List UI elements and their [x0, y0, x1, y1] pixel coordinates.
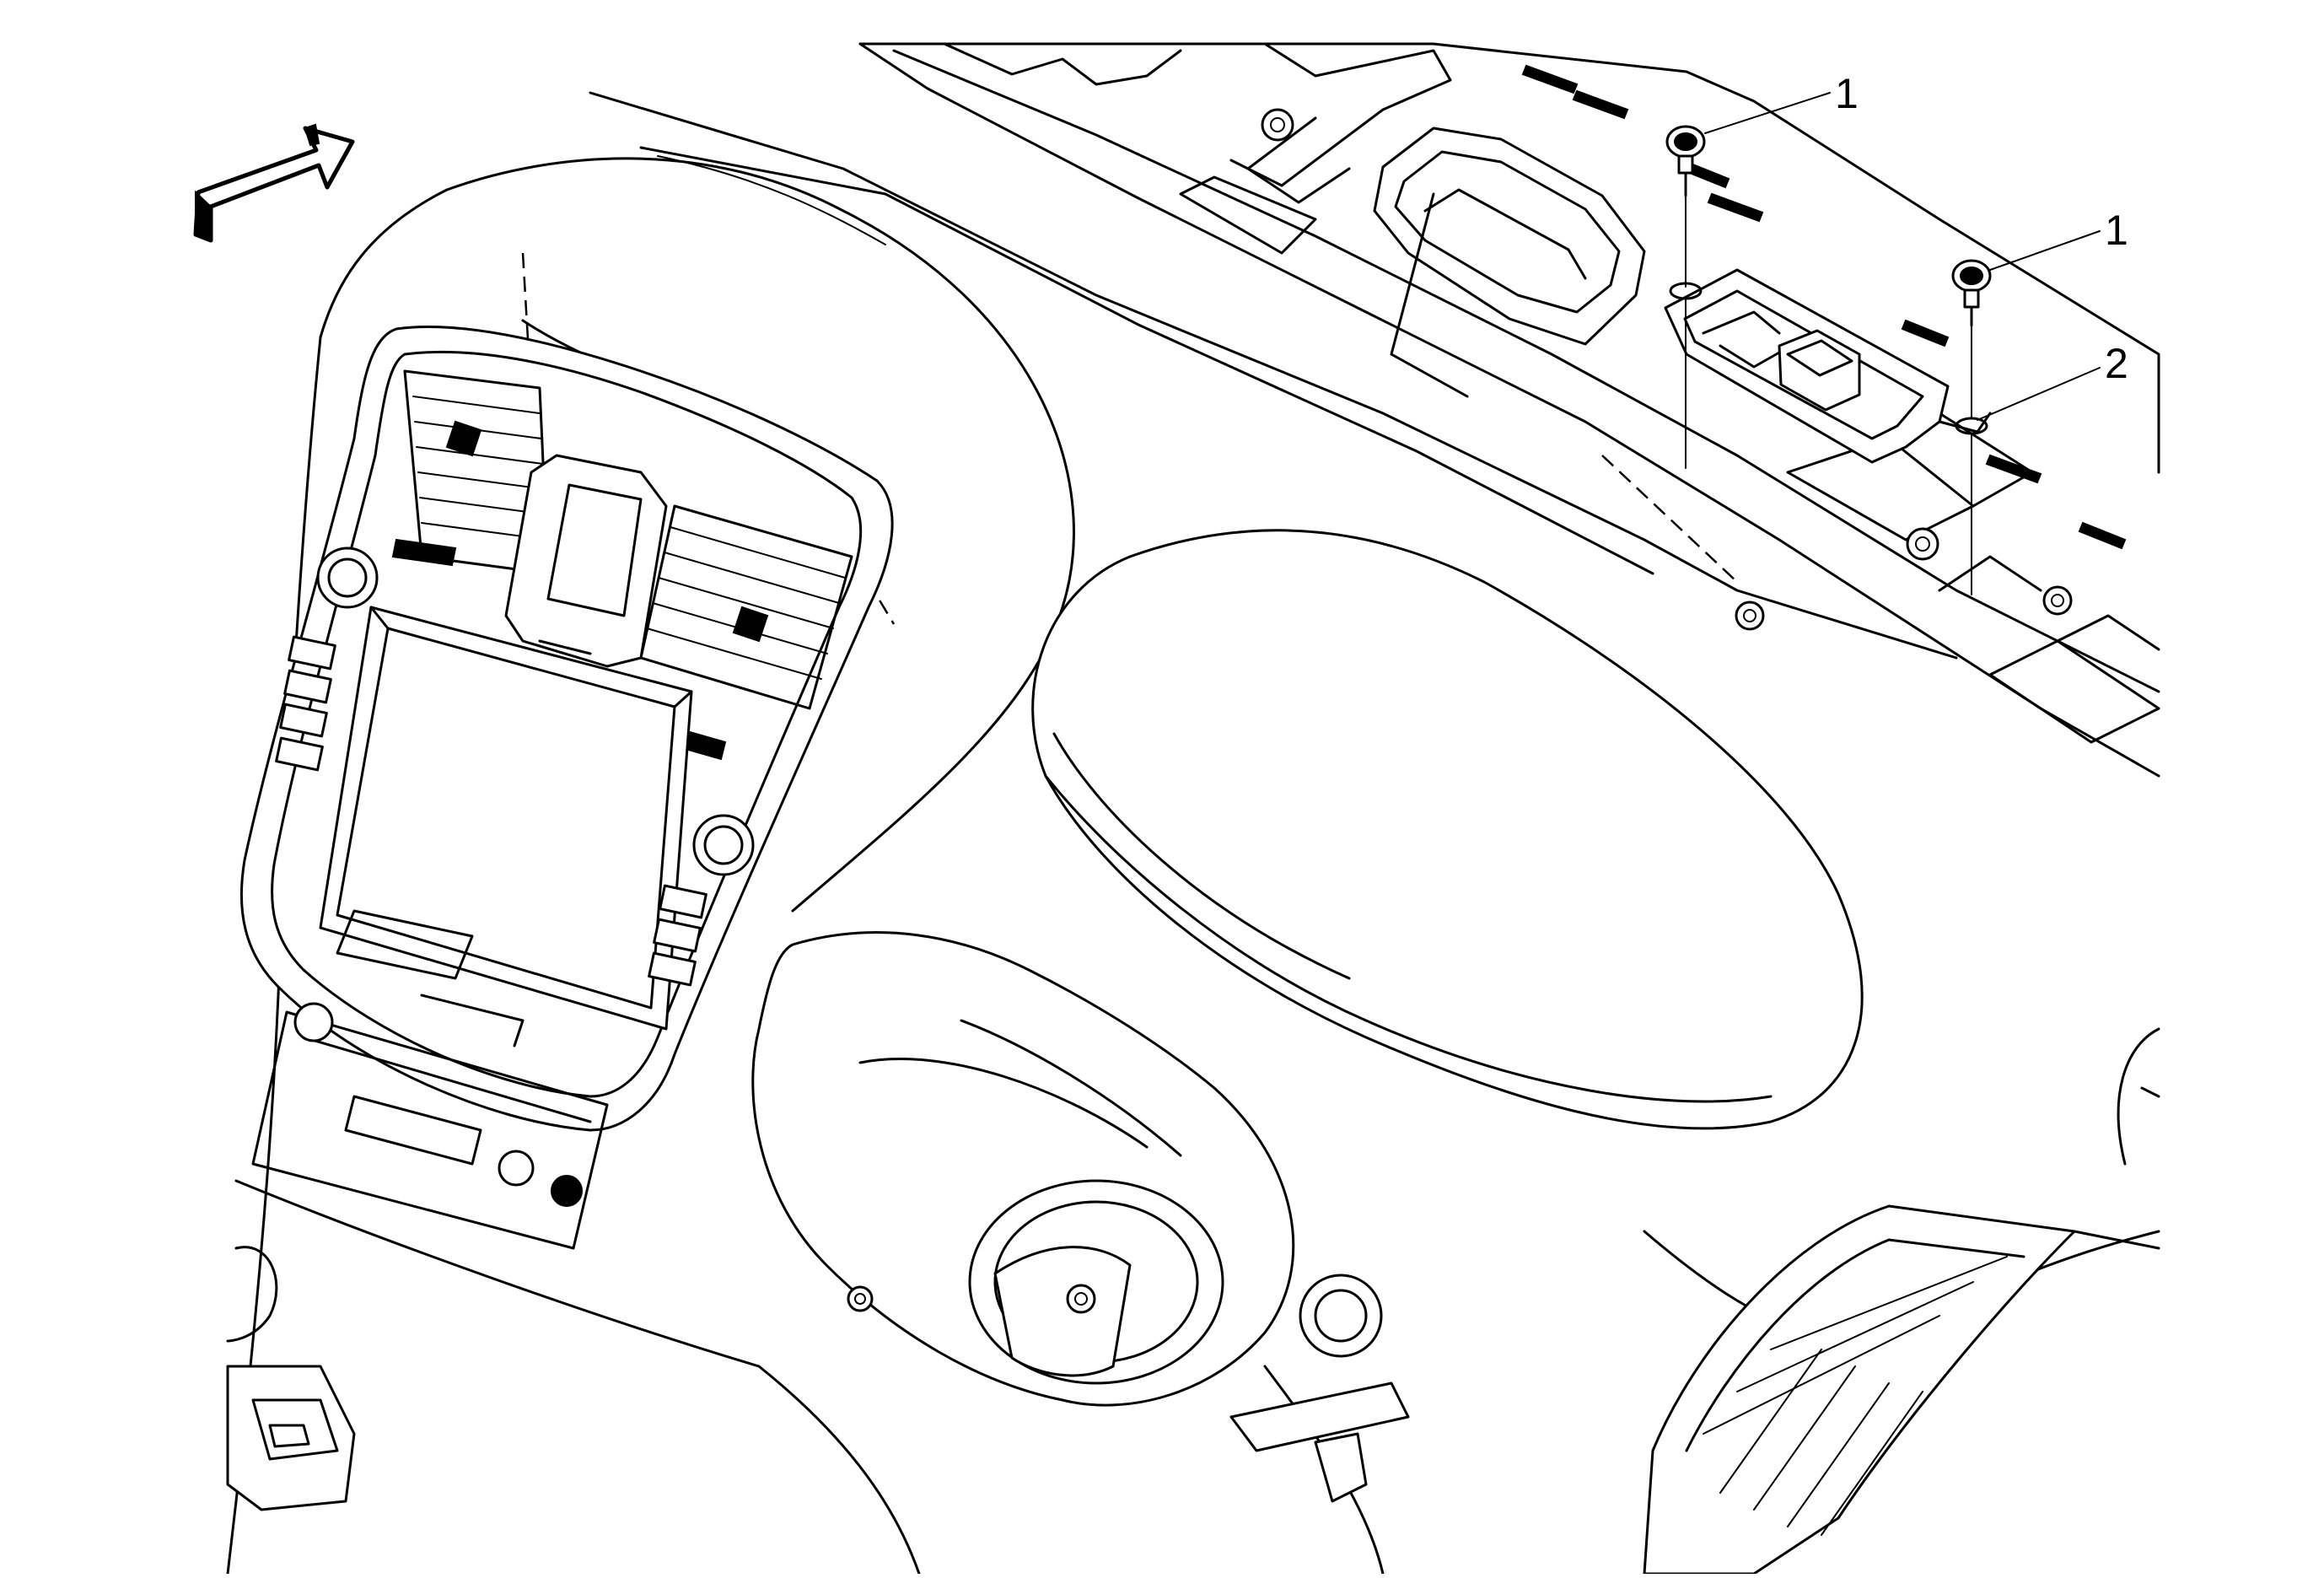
- side-panel: [2073, 1027, 2160, 1250]
- storage-bin: [1373, 127, 1646, 398]
- callout-label-1b: 1: [2105, 207, 2128, 254]
- dashboard-body: [226, 91, 2160, 1575]
- steering-column-icon: [751, 931, 1410, 1503]
- fastener-right: [1951, 259, 1992, 595]
- lower-console: [251, 909, 609, 1250]
- shifter-bezel: [226, 1246, 356, 1511]
- callout-label-1a: 1: [1835, 70, 1859, 117]
- air-vent-icon: [1643, 1204, 2076, 1575]
- tune-knob: [692, 814, 755, 876]
- cluster-hood: [1031, 529, 1864, 1130]
- callout-labels: 1 1 2: [1835, 70, 2128, 387]
- callout-leaders: [1704, 92, 2101, 421]
- screw-icon: [1665, 125, 1706, 197]
- upper-dash-panel: [858, 42, 2160, 778]
- forward-arrow-icon: [193, 123, 355, 243]
- module-bracket: [1664, 268, 1992, 464]
- volume-knob: [316, 547, 379, 609]
- callout-label-2: 2: [2105, 340, 2128, 387]
- radio-buttons-right: [648, 884, 707, 987]
- screw-icon: [1951, 259, 1992, 327]
- fastener-left: [1665, 125, 1706, 469]
- info-display: [504, 454, 668, 668]
- radio-buttons-left: [275, 635, 336, 772]
